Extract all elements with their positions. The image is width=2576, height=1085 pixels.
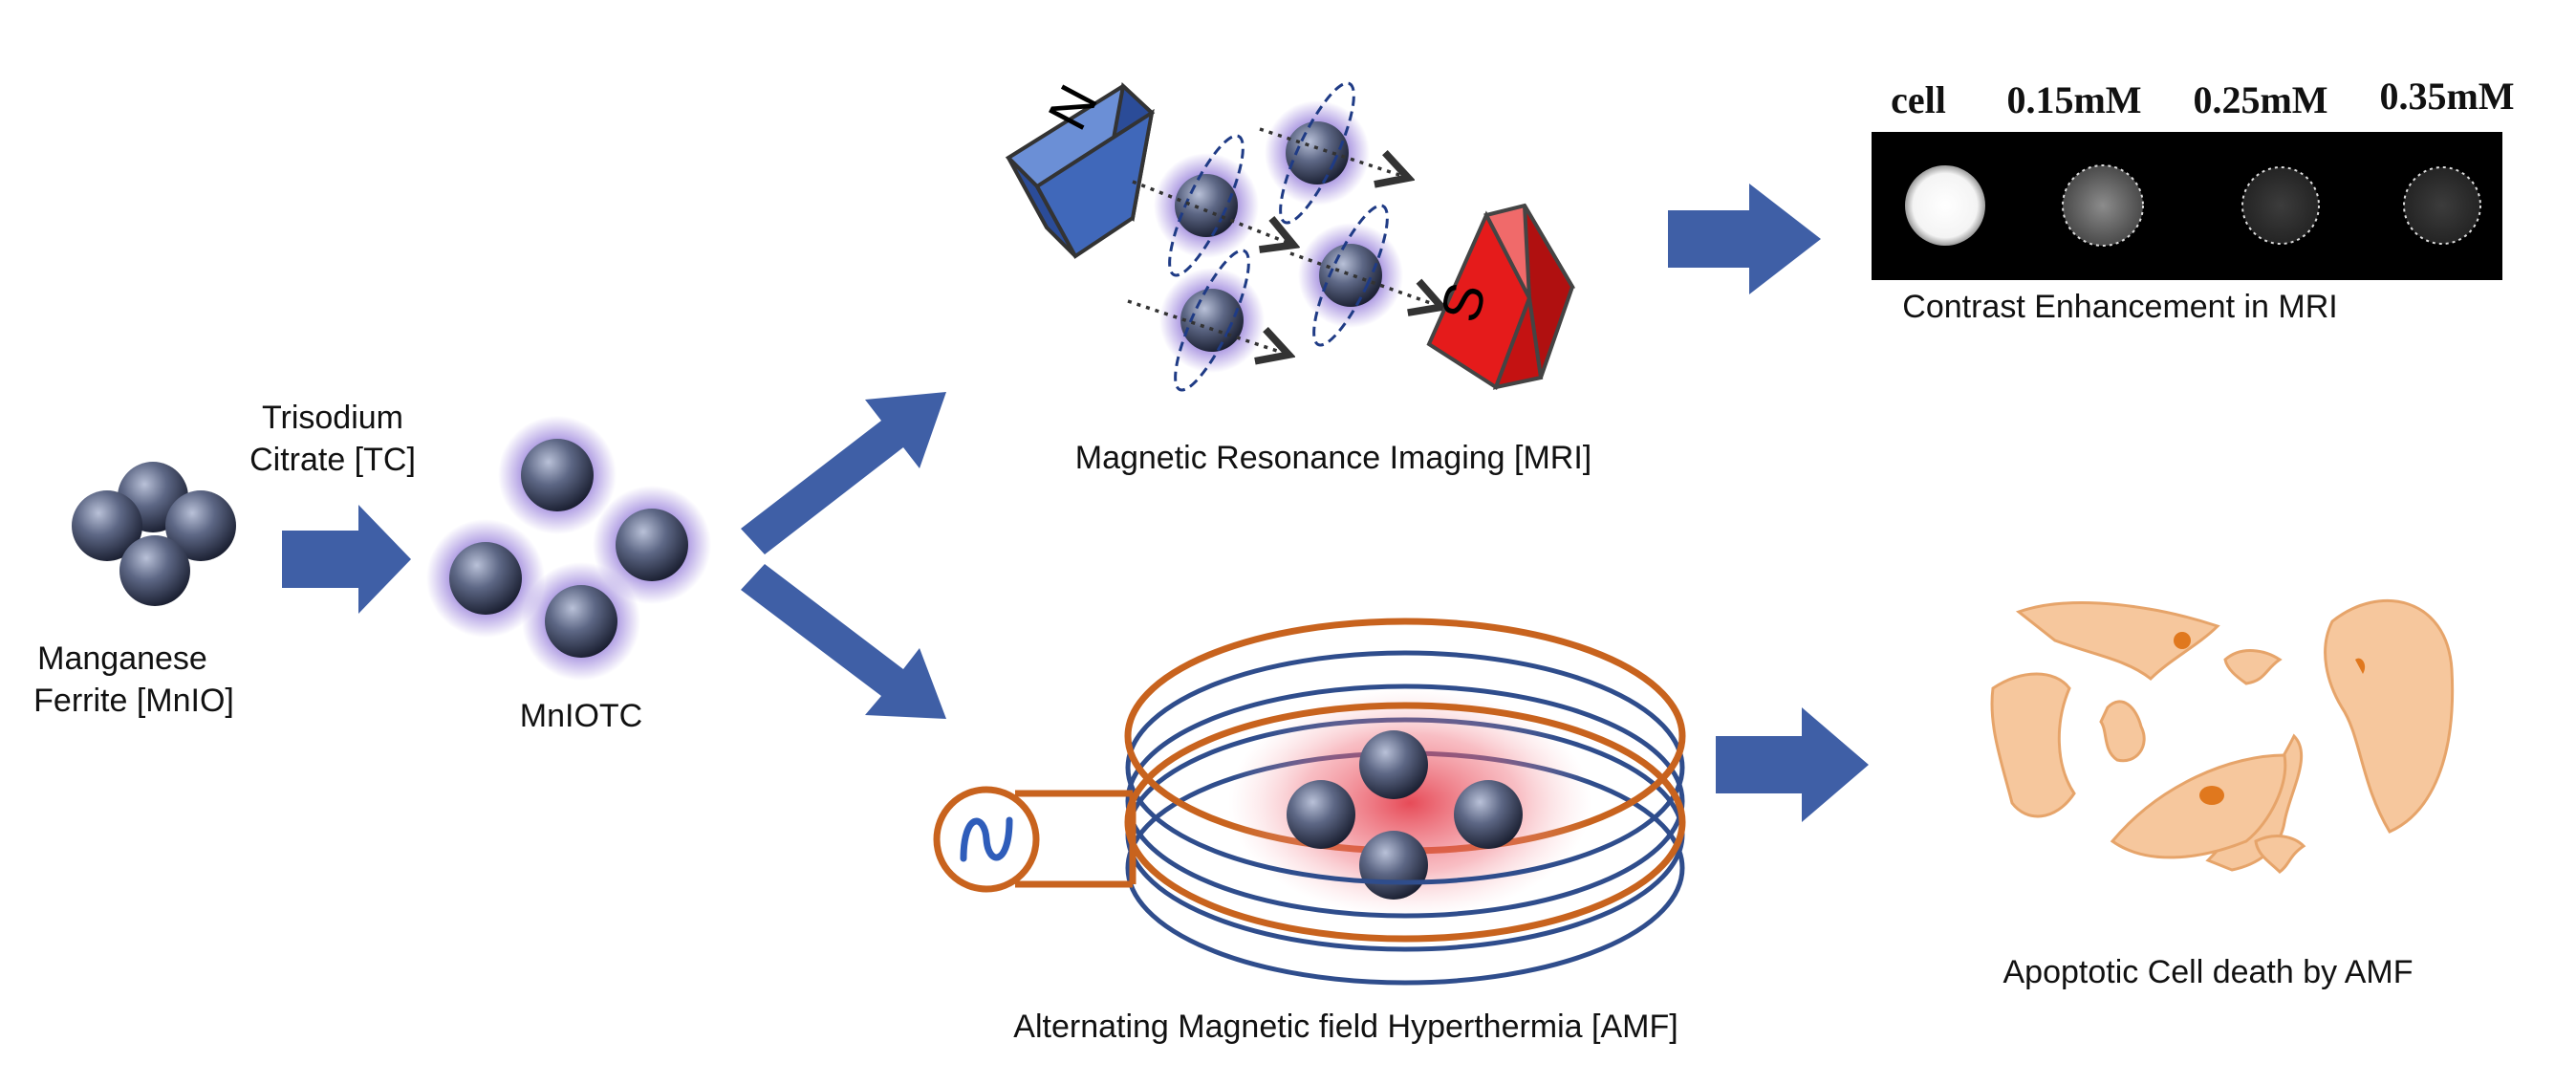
mri-column-0-25: 0.25mM xyxy=(2193,78,2327,121)
nanoparticle xyxy=(1454,780,1523,849)
nanoparticle xyxy=(1175,174,1238,237)
nanoparticle xyxy=(1359,831,1428,900)
nanoparticle xyxy=(449,542,522,615)
trisodium-label-2: Citrate [TC] xyxy=(249,442,416,478)
cell-fragment xyxy=(2099,700,2146,763)
nanoparticle xyxy=(521,439,594,511)
mri-column-0-35: 0.35mM xyxy=(2379,75,2514,118)
mri-contrast-panel: cell 0.15mM 0.25mM 0.35mM xyxy=(1872,75,2515,280)
mri-particles xyxy=(1127,81,1439,392)
nanoparticle xyxy=(545,585,617,658)
nanoparticle xyxy=(72,490,142,561)
apoptotic-label: Apoptotic Cell death by AMF xyxy=(2002,954,2413,990)
mri-spot-0-35 xyxy=(2403,166,2481,245)
mri-column-0-15: 0.15mM xyxy=(2006,78,2141,121)
arrow-right xyxy=(1668,184,1821,294)
mri-spot-0-25 xyxy=(2241,166,2320,245)
arrow-down-branch xyxy=(741,564,946,719)
cell-fragment xyxy=(2110,753,2287,859)
magnet-s: S xyxy=(1426,203,1576,391)
cell-fragment xyxy=(1990,672,2076,818)
cell-fragment xyxy=(2254,835,2306,874)
amf-coil xyxy=(933,618,1686,986)
manganese-ferrite-label-2: Ferrite [MnIO] xyxy=(33,683,234,719)
amf-label: Alternating Magnetic field Hyperthermia … xyxy=(1013,1009,1678,1045)
trisodium-label-1: Trisodium xyxy=(262,400,403,436)
mri-label: Magnetic Resonance Imaging [MRI] xyxy=(1075,440,1591,476)
arrow-right xyxy=(1716,707,1869,822)
mri-column-cell: cell xyxy=(1891,78,1946,121)
nanoparticle xyxy=(165,490,236,561)
cell-fragment xyxy=(2324,599,2455,834)
apoptotic-cells xyxy=(1990,599,2455,874)
mniotc-cluster xyxy=(426,416,711,681)
arrow-right xyxy=(282,505,411,614)
contrast-label: Contrast Enhancement in MRI xyxy=(1902,289,2337,325)
mri-spot-0-15 xyxy=(2062,164,2144,247)
cell-fragment xyxy=(2223,649,2283,685)
manganese-ferrite-label-1: Manganese xyxy=(37,640,207,677)
cell-fragment xyxy=(2015,601,2220,682)
nanoparticle xyxy=(616,509,688,581)
nanoparticle xyxy=(1286,121,1349,184)
ac-wave-icon xyxy=(960,816,1013,862)
nanoparticle xyxy=(1319,244,1382,307)
nanoparticle xyxy=(119,535,190,606)
arrow-up-branch xyxy=(741,392,946,554)
magnet-n: N xyxy=(1005,76,1156,259)
nanoparticle xyxy=(1287,780,1355,849)
mniotc-label: MnIOTC xyxy=(520,698,642,734)
mri-spot-cell xyxy=(1905,165,1985,246)
nanoparticle xyxy=(1359,730,1428,799)
manganese-ferrite-cluster xyxy=(72,462,236,606)
